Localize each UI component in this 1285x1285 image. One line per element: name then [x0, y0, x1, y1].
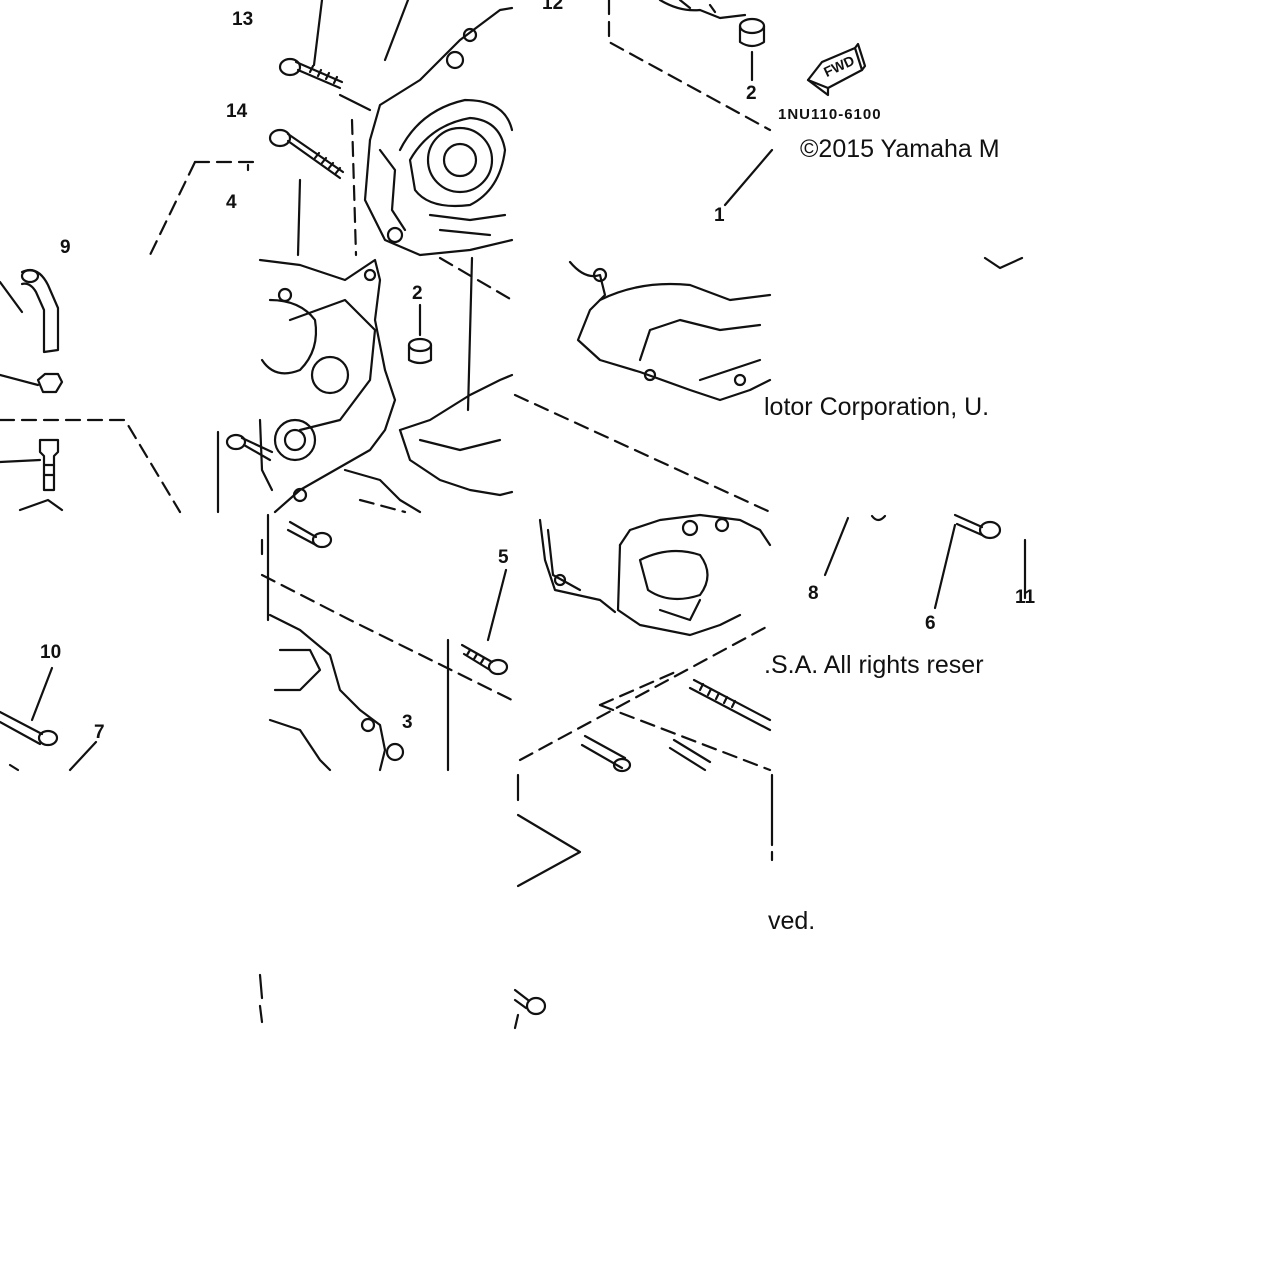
callout-8: 8 [808, 583, 819, 604]
copyright-fragment-1: ©2015 Yamaha M [800, 135, 1000, 163]
dowel-pin-2-top [738, 17, 766, 48]
hose-clamp [36, 372, 64, 394]
crankcase-gasket [538, 518, 617, 614]
callout-2-top: 2 [746, 83, 757, 104]
bolt-13 [278, 57, 344, 90]
callout-12: 12 [542, 0, 564, 14]
breather-fitting [38, 438, 60, 492]
breather-hose [20, 268, 60, 354]
callout-6: 6 [925, 613, 936, 634]
fwd-arrow-icon [806, 42, 867, 97]
callout-10: 10 [40, 642, 62, 663]
callout-1: 1 [714, 205, 725, 226]
bolt-10 [0, 710, 59, 747]
callout-3: 3 [402, 712, 413, 733]
callout-14: 14 [226, 101, 248, 122]
bolt-6 [953, 513, 1002, 540]
bolt-bottom-right [668, 738, 712, 772]
callout-7: 7 [94, 722, 105, 743]
part-code: 1NU110-6100 [778, 106, 882, 123]
bolt-mid-left [225, 433, 274, 462]
bolt-lower-center [286, 520, 333, 549]
oil-pump-housing [616, 513, 772, 637]
callout-2-mid: 2 [412, 283, 423, 304]
bolt-14 [268, 128, 345, 180]
bolt-fragment-lower [513, 988, 547, 1030]
dowel-pin-2-mid [407, 337, 433, 365]
callout-5: 5 [498, 547, 509, 568]
callout-13: 13 [232, 9, 254, 30]
crankcase-center [258, 258, 514, 514]
long-bolt-bottom [688, 678, 772, 732]
callout-4: 4 [226, 192, 237, 213]
crankcase-lower-center [268, 613, 405, 772]
bolt-5 [460, 643, 509, 676]
copyright-fragment-2: lotor Corporation, U. [764, 393, 990, 421]
crankcase-left-top [363, 6, 514, 257]
bolt-bottom-mid [580, 734, 632, 773]
copyright-fragment-4: ved. [768, 907, 816, 935]
copyright-fragment-3: .S.A. All rights reser [764, 651, 984, 679]
crankcase-right [568, 260, 772, 402]
callout-11: 11 [1015, 587, 1036, 608]
callout-9: 9 [60, 237, 71, 258]
